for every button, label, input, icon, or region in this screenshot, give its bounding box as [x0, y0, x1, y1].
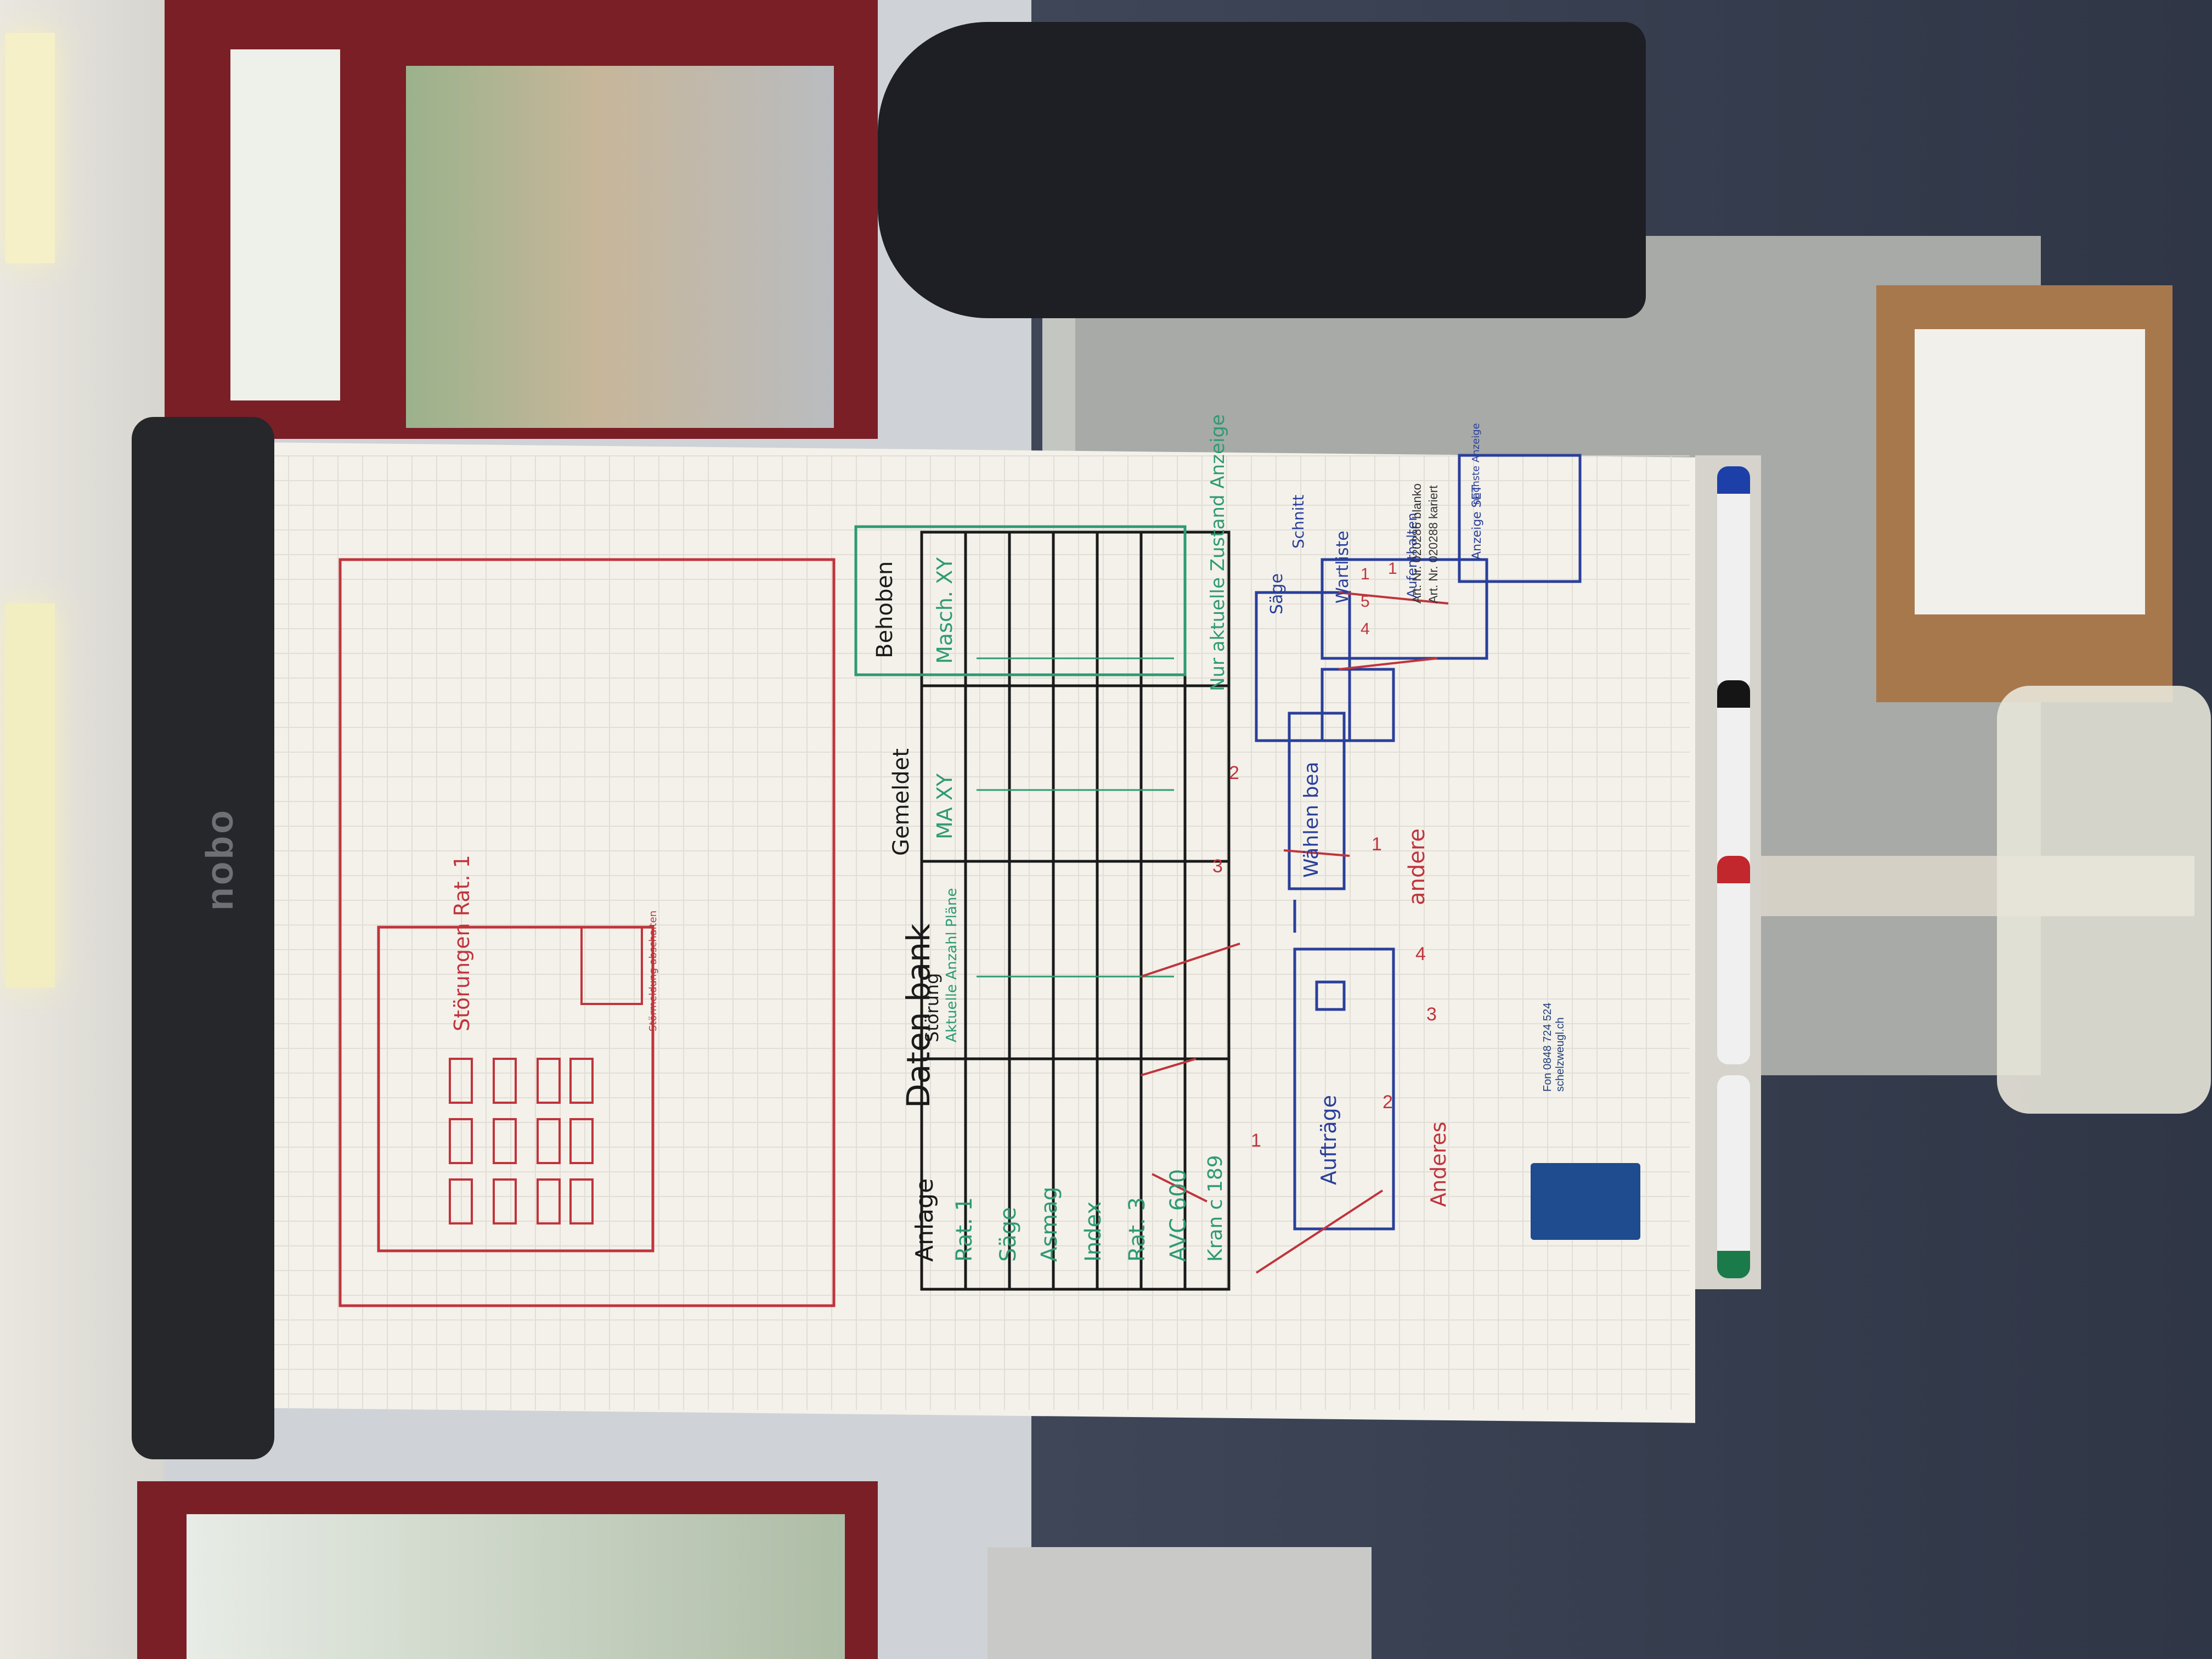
flow-number: 5: [1361, 592, 1370, 611]
red-box-stoermeldung-button: Störmeldung abschalten: [647, 910, 659, 1031]
manufacturer-logo-sticker: [1531, 1163, 1640, 1240]
flow-number: 1: [1372, 834, 1382, 855]
anlage-row: Asmag: [1037, 1186, 1062, 1262]
flow-number: 1: [1251, 1130, 1261, 1151]
red-button-grid: [449, 926, 643, 1224]
flow-number: 3: [1212, 856, 1223, 877]
flow-number: 1: [1388, 560, 1397, 578]
flow-box-auftraege: Aufträge: [1317, 1094, 1341, 1185]
window-glass: [187, 1514, 845, 1659]
anlage-row: Rat. 3: [1125, 1197, 1150, 1262]
flow-number: 4: [1361, 620, 1370, 638]
anlage-row: Kran c 189: [1204, 1155, 1227, 1262]
chair-base: [1997, 686, 2211, 1114]
green-behoben-box: [854, 525, 1187, 676]
flow-boxes: [1255, 454, 1582, 1231]
flow-box-schnitt: Schnitt: [1289, 494, 1307, 549]
label-anderes: Anderes: [1426, 1121, 1451, 1207]
anlage-row: Index: [1081, 1201, 1106, 1262]
red-box-title: Störungen Rat. 1: [450, 855, 474, 1031]
flow-box-saege: Säge: [1267, 573, 1286, 614]
green-marker[interactable]: [1717, 1075, 1750, 1278]
flow-box-wartliste: Wartliste: [1333, 531, 1352, 603]
row-header-cell: Aktuelle Anzahl Pläne: [944, 888, 960, 1042]
col-anlage: Anlage: [911, 1178, 939, 1262]
flow-red-connectors: [1141, 591, 1449, 1274]
art-nr-kariert: Art. Nr. 020288 kariert: [1426, 485, 1440, 603]
label-andere: andere: [1404, 828, 1430, 905]
window-glass-outdoor-view: [406, 66, 834, 428]
flow-number: 3: [1426, 1004, 1437, 1025]
flow-number: 2: [1383, 1092, 1393, 1113]
art-nr-blanko: Art. Nr. 020286 blanko: [1410, 483, 1424, 603]
filing-cabinet: [988, 1547, 1372, 1659]
window-glass: [230, 49, 340, 400]
col-stoerung: Störung: [922, 973, 943, 1042]
red-outer-frame: [338, 558, 836, 1307]
anlage-row: AVC 600: [1166, 1169, 1191, 1262]
anlage-row: Säge: [996, 1207, 1021, 1262]
shipping-label: [1915, 329, 2145, 614]
ceiling-light: [5, 33, 55, 263]
row-header-cell: MA XY: [933, 773, 957, 839]
flow-box-naechste-anzeige: nächste Anzeige: [1470, 423, 1482, 505]
flow-box-waehlen: Wählen bea: [1300, 761, 1323, 878]
flow-number: 4: [1415, 944, 1426, 964]
manufacturer-phone: Fon 0848 724 524: [1542, 1002, 1554, 1092]
flow-number: 1: [1361, 565, 1370, 583]
red-marker[interactable]: [1717, 856, 1750, 1064]
ceiling-light: [5, 603, 55, 988]
red-inner-box: [377, 926, 654, 1252]
manufacturer-web: schelzweugl.ch: [1554, 1017, 1566, 1092]
green-arrows: [977, 657, 1174, 978]
blue-marker[interactable]: [1717, 466, 1750, 691]
col-behoben: Behoben: [872, 561, 898, 658]
flipchart-header-bar: [132, 417, 274, 1459]
row-header-cell: Masch. XY: [933, 557, 957, 664]
green-note: Nur aktuelle Zustand Anzeige: [1207, 414, 1229, 691]
flow-number: 2: [1229, 763, 1239, 783]
anlage-row: Rat. 1: [952, 1197, 977, 1262]
col-gemeldet: Gemeldet: [889, 748, 914, 856]
backpack: [878, 22, 1646, 318]
manufacturer-contact: Fon 0848 724 524 schelzweugl.ch: [1542, 993, 1567, 1092]
